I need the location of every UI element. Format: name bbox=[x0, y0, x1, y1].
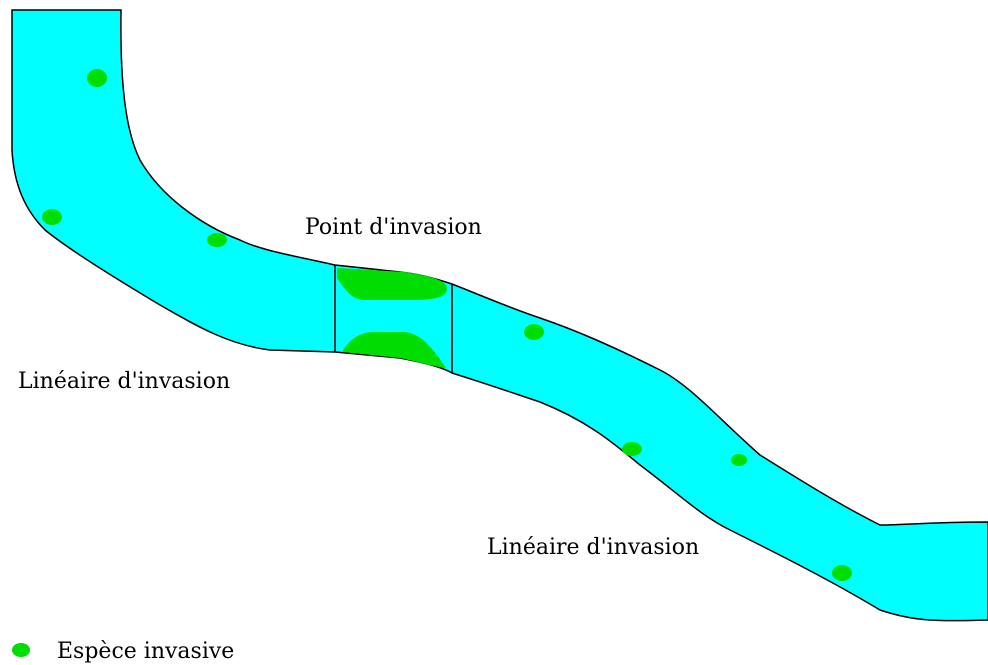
species-marker bbox=[87, 69, 107, 87]
species-marker bbox=[622, 442, 642, 456]
species-marker bbox=[42, 209, 62, 225]
label-lineaire-right: Linéaire d'invasion bbox=[487, 535, 699, 560]
invasion-patch-bottom bbox=[343, 332, 446, 368]
legend-label: Espèce invasive bbox=[57, 639, 234, 664]
species-marker bbox=[207, 233, 227, 247]
species-marker bbox=[832, 565, 852, 581]
label-point-invasion: Point d'invasion bbox=[305, 215, 482, 240]
legend: Espèce invasive bbox=[12, 639, 234, 664]
river-band bbox=[11, 9, 988, 622]
label-lineaire-left: Linéaire d'invasion bbox=[18, 369, 230, 394]
species-marker bbox=[731, 454, 747, 466]
invasion-patch-top bbox=[337, 268, 447, 300]
species-marker bbox=[524, 324, 544, 340]
green-dot-icon bbox=[12, 643, 30, 657]
